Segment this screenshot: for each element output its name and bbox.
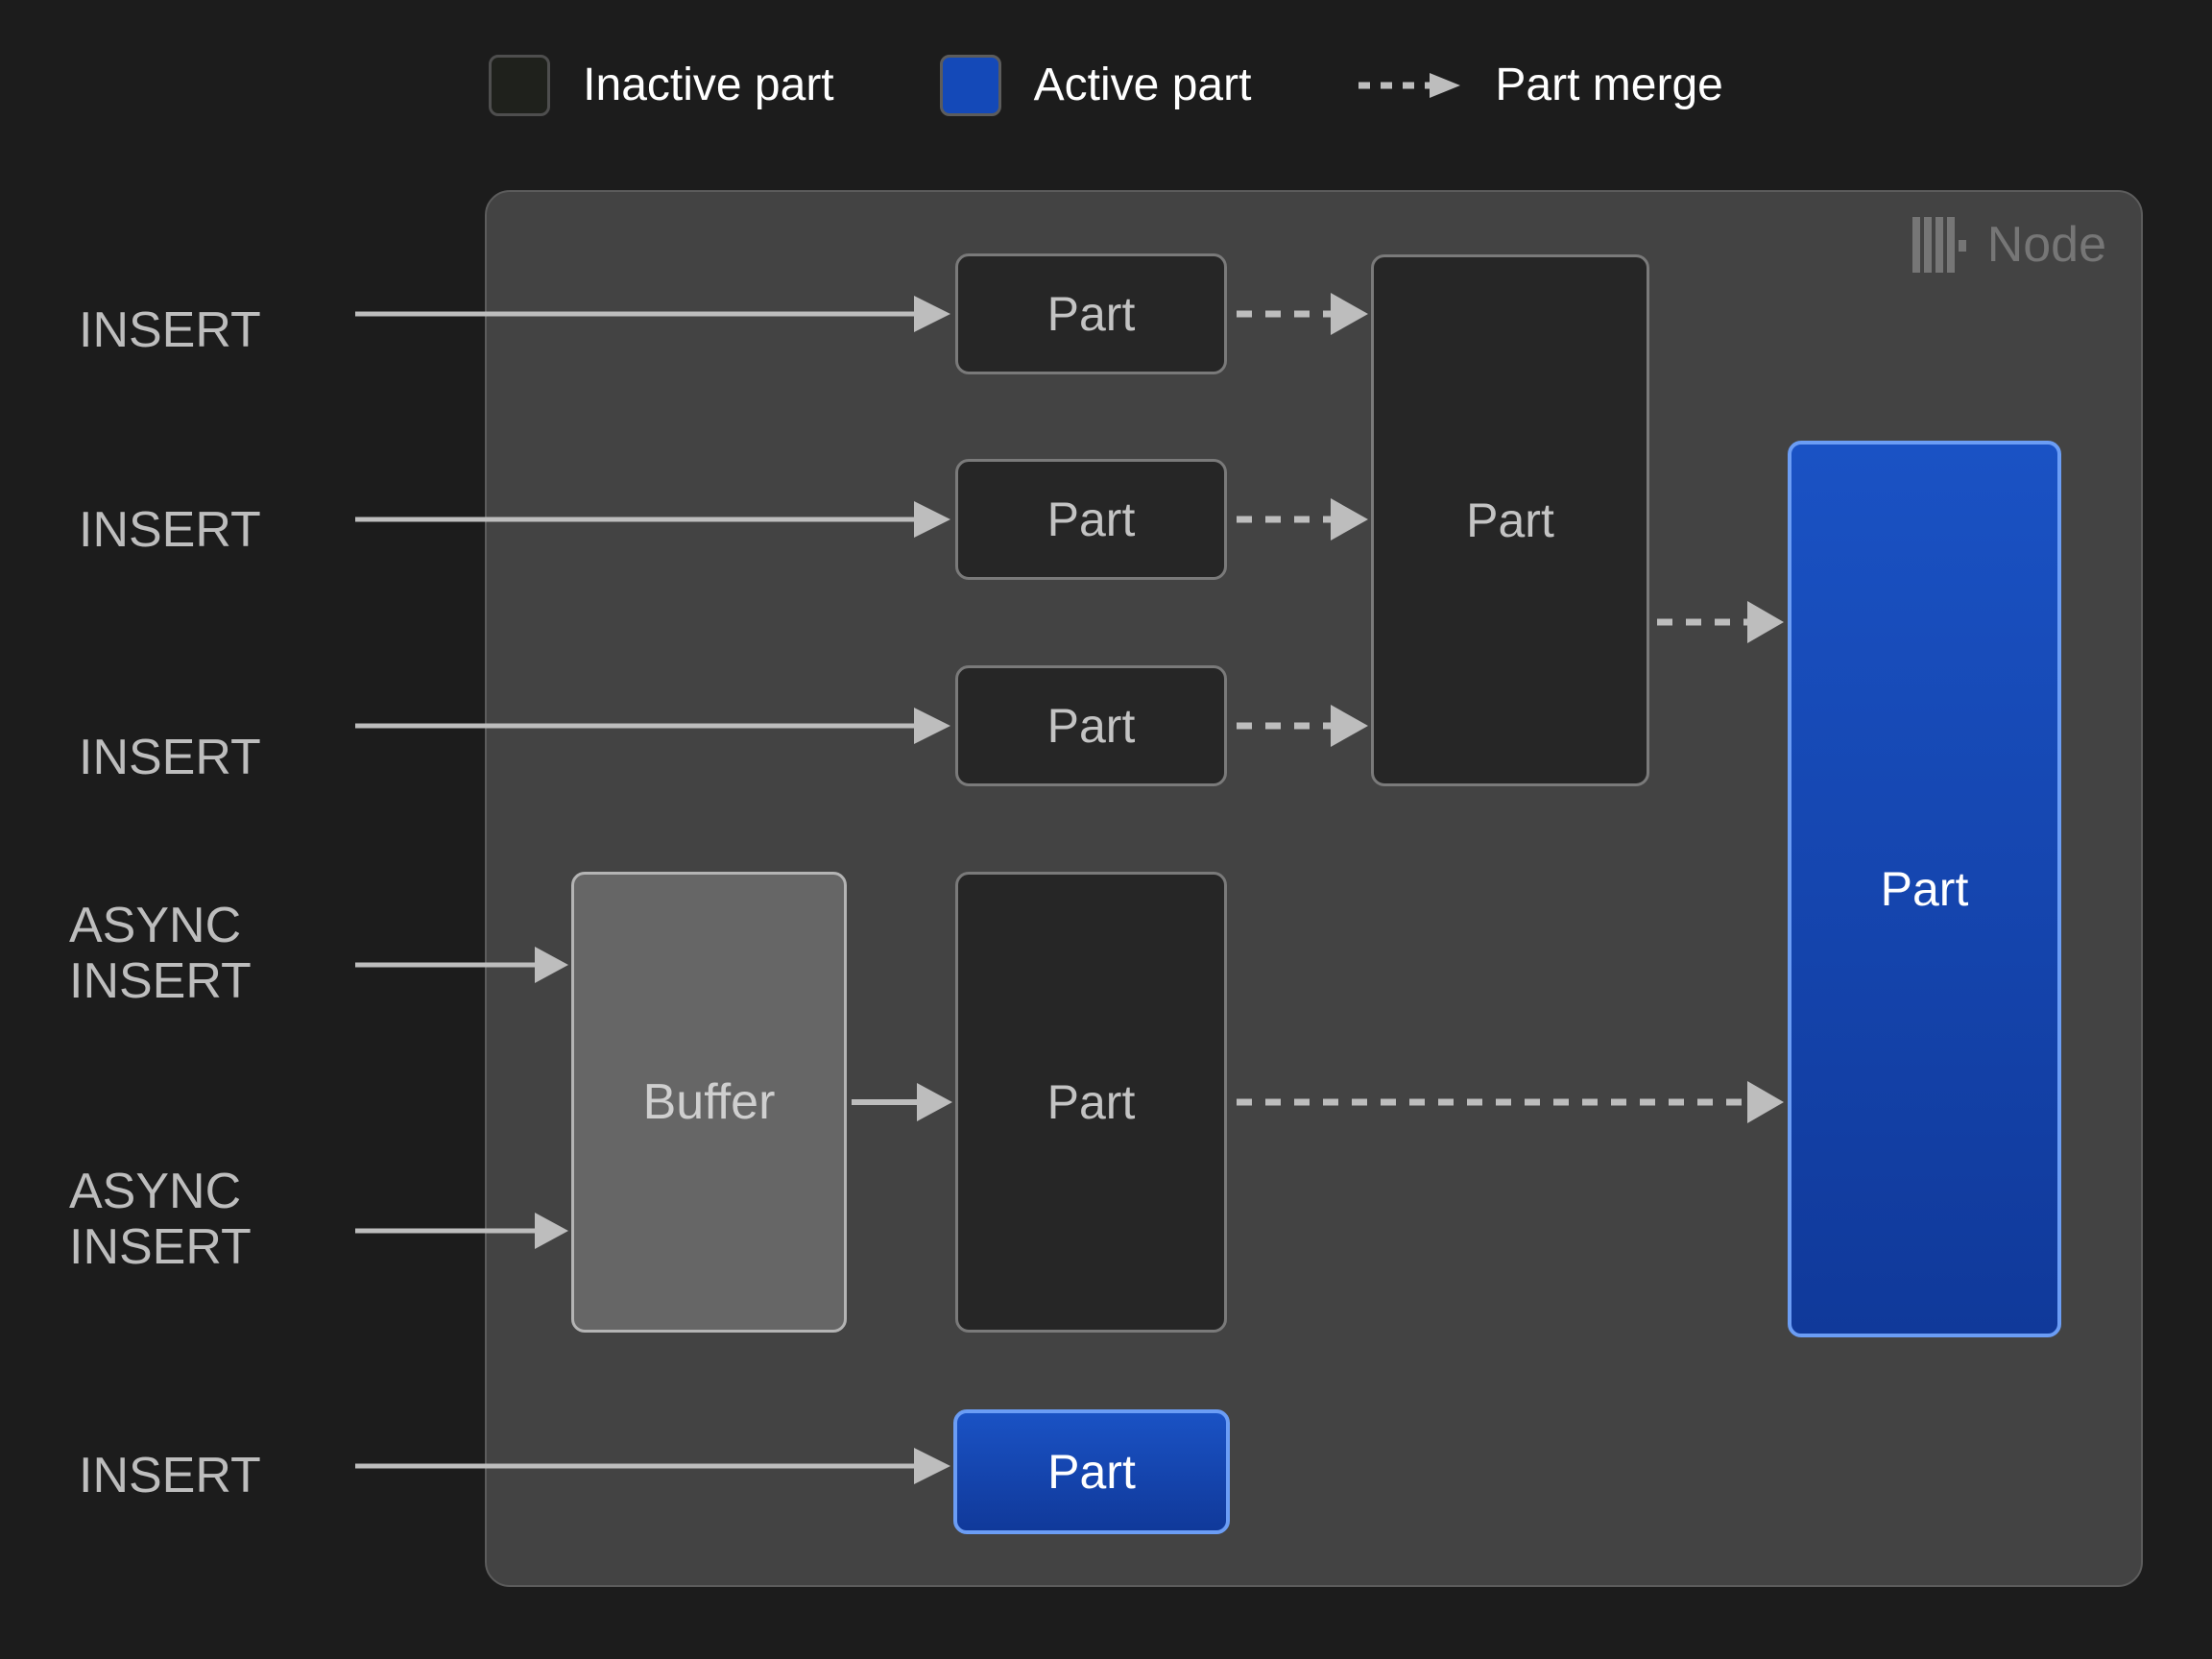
node-badge: Node	[1911, 217, 2106, 273]
async-part-box[interactable]: Part	[955, 872, 1227, 1333]
final-part-box[interactable]: Part	[1788, 441, 2061, 1337]
part-box-3[interactable]: Part	[955, 665, 1227, 786]
flow-label-insert-4: INSERT	[79, 1448, 261, 1503]
flow-label-insert-3: INSERT	[79, 730, 261, 785]
dashed-arrow-icon	[1358, 73, 1461, 98]
legend: Inactive part Active part Part merge	[0, 42, 2212, 129]
clickhouse-logo-icon	[1911, 217, 1966, 273]
legend-label-inactive-part: Inactive part	[583, 60, 834, 110]
legend-label-active-part: Active part	[1033, 60, 1252, 110]
legend-item-active-part: Active part	[939, 55, 1252, 116]
buffer-box[interactable]: Buffer	[571, 872, 847, 1333]
node-badge-label: Node	[1986, 217, 2106, 273]
legend-item-inactive-part: Inactive part	[489, 55, 834, 116]
part-box-2[interactable]: Part	[955, 459, 1227, 580]
part-box-1[interactable]: Part	[955, 253, 1227, 374]
inactive-swatch-icon	[489, 55, 551, 116]
flow-label-async-insert-2: ASYNC INSERT	[69, 1164, 252, 1276]
legend-label-part-merge: Part merge	[1495, 60, 1723, 110]
active-swatch-icon	[939, 55, 1001, 116]
merged-part-box[interactable]: Part	[1371, 254, 1649, 786]
flow-label-insert-1: INSERT	[79, 302, 261, 358]
insert-part-box[interactable]: Part	[953, 1409, 1230, 1534]
legend-item-part-merge: Part merge	[1357, 60, 1723, 110]
flow-label-insert-2: INSERT	[79, 502, 261, 558]
flow-label-async-insert-1: ASYNC INSERT	[69, 898, 252, 1010]
